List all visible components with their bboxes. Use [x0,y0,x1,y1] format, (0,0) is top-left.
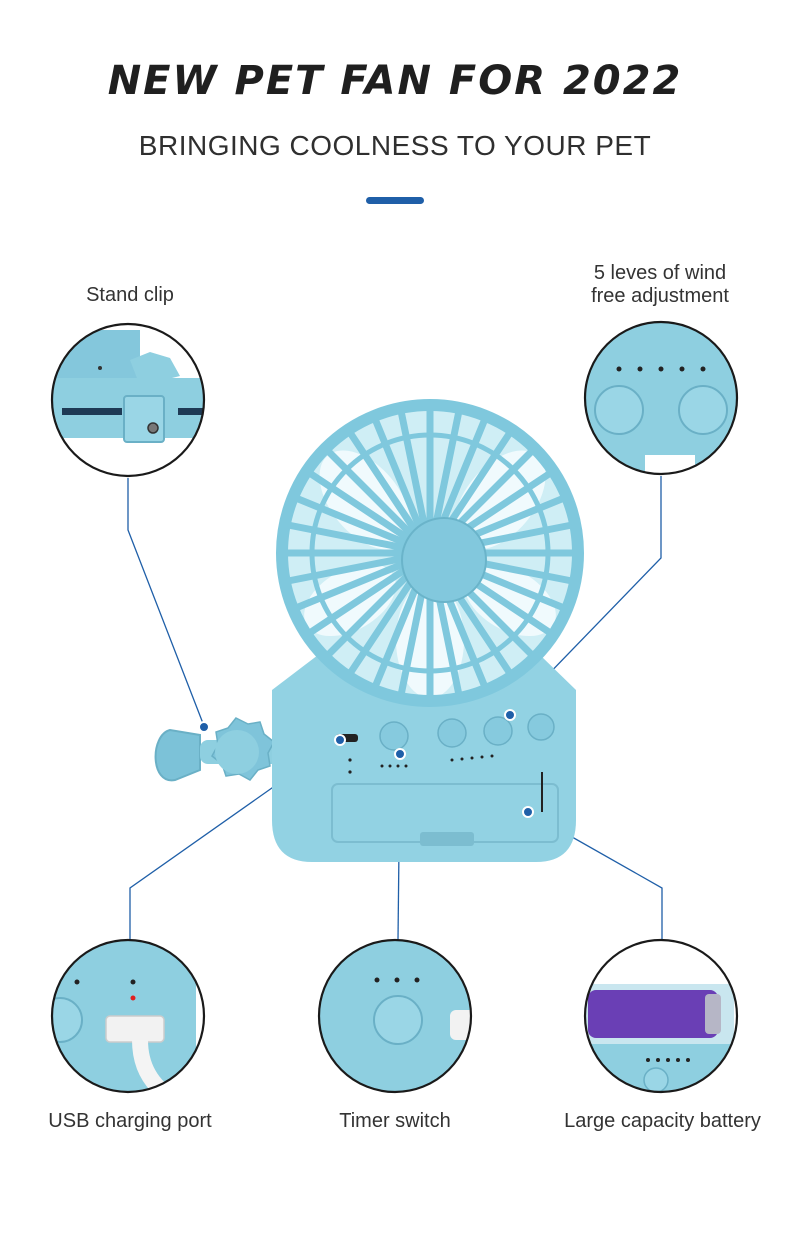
detail-usb-port [50,938,206,1094]
detail-wind-levels [583,320,739,476]
accent-divider [366,197,424,204]
page-subtitle: BRINGING COOLNESS TO YOUR PET [138,130,652,161]
detail-timer-switch [317,938,473,1094]
detail-battery [583,938,739,1094]
fan-base [272,655,576,862]
page-title: NEW PET FAN FOR 2022 [107,58,683,104]
fan-head [276,399,584,707]
anchor-dots [198,709,534,818]
clip-arm [154,717,280,782]
label-usb-port: USB charging port [48,1110,212,1132]
detail-stand-clip [50,322,206,478]
label-timer-switch: Timer switch [339,1110,451,1132]
label-wind-line1: 5 leves of wind [593,262,727,284]
label-wind-line2: free adjustment [591,285,729,307]
label-battery: Large capacity battery [564,1110,761,1132]
label-stand-clip: Stand clip [86,284,174,306]
